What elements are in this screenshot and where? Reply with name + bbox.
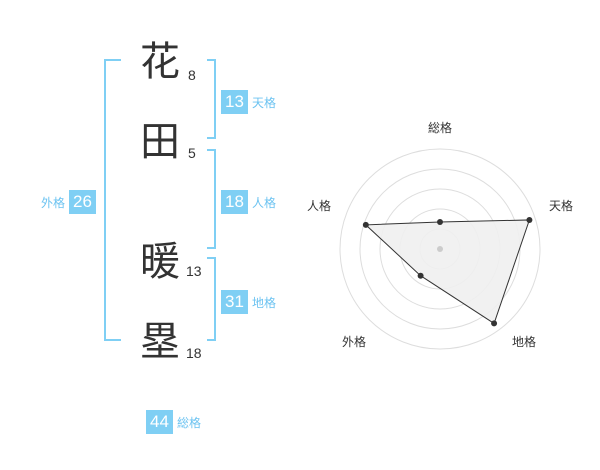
- stroke-count-1: 8: [188, 67, 196, 83]
- name-char-1: 花: [140, 39, 180, 85]
- jinkaku-label: 人格: [252, 195, 277, 210]
- name-char-4: 塁: [140, 319, 180, 365]
- soukaku-badge: 44 総格: [146, 410, 201, 434]
- data-point-1: [437, 219, 443, 225]
- stroke-count-2: 5: [188, 145, 196, 161]
- tenkaku-badge: 13 天格: [221, 90, 276, 114]
- axis-label: 外格: [342, 334, 366, 349]
- chikaku-label: 地格: [252, 295, 277, 310]
- chikaku-value: 31: [221, 290, 248, 314]
- tenkaku-value: 13: [221, 90, 248, 114]
- tenkaku-label: 天格: [252, 95, 277, 110]
- jinkaku-badge: 18 人格: [221, 190, 276, 214]
- axis-label: 地格: [512, 334, 536, 349]
- center-dot: [437, 246, 443, 252]
- chikaku-badge: 31 地格: [221, 290, 276, 314]
- name-char-2: 田: [140, 119, 180, 165]
- grid-ring: [339, 148, 541, 350]
- soukaku-value: 44: [146, 410, 173, 434]
- jinkaku-bracket: [207, 149, 216, 249]
- stroke-count-4: 18: [186, 345, 202, 361]
- stroke-count-3: 13: [186, 263, 202, 279]
- axis-label: 人格: [307, 198, 331, 213]
- data-point-3: [491, 320, 498, 327]
- gaikaku-label: 外格: [41, 195, 66, 210]
- data-point-4: [417, 272, 424, 279]
- soukaku-label: 総格: [177, 415, 202, 430]
- radar-area: [364, 219, 531, 325]
- gaikaku-value: 26: [69, 190, 97, 214]
- axis-label: 天格: [549, 198, 573, 213]
- data-point-2: [526, 216, 533, 223]
- gaikaku-badge: 外格 26: [41, 190, 97, 214]
- chikaku-bracket: [207, 257, 216, 341]
- axis-label: 総格: [428, 120, 452, 135]
- gaikaku-bracket: [104, 59, 121, 341]
- tenkaku-bracket: [207, 59, 216, 139]
- name-char-3: 暖: [140, 239, 180, 285]
- jinkaku-value: 18: [221, 190, 248, 214]
- data-point-5: [362, 221, 369, 228]
